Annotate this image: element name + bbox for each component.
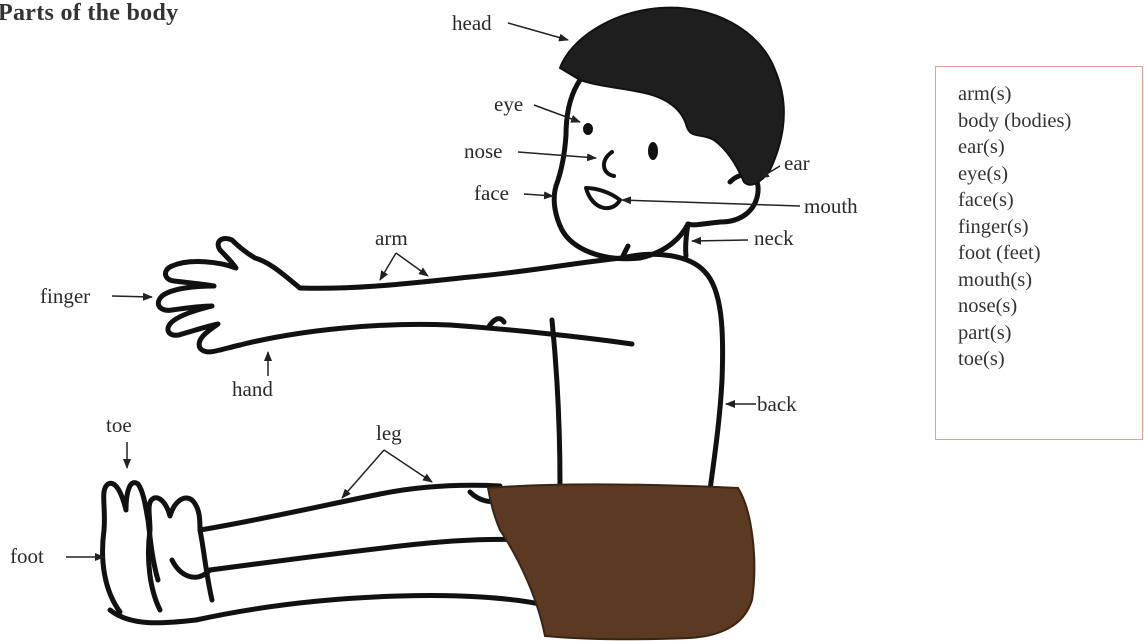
svg-text:nose: nose <box>464 139 503 163</box>
foot-right <box>148 498 212 610</box>
shorts <box>488 484 754 639</box>
label-face: face <box>474 181 553 205</box>
svg-text:toe: toe <box>106 413 132 437</box>
vocabulary-box: arm(s) body (bodies) ear(s) eye(s) face(… <box>935 66 1143 440</box>
label-nose: nose <box>464 139 596 163</box>
vocab-item-mouths: mouth(s) <box>958 267 1142 294</box>
vocab-item-parts: part(s) <box>958 320 1142 347</box>
vocab-item-body: body (bodies) <box>958 108 1142 135</box>
leg-upper-outline <box>200 485 500 530</box>
vocab-item-ears: ear(s) <box>958 134 1142 161</box>
svg-text:finger: finger <box>40 284 90 308</box>
svg-text:mouth: mouth <box>804 194 858 218</box>
neck-outline <box>686 224 688 256</box>
label-finger: finger <box>40 284 152 308</box>
leg-lower-outline <box>196 595 540 620</box>
vocab-item-foot: foot (feet) <box>958 240 1142 267</box>
svg-text:neck: neck <box>754 226 794 250</box>
nose-shape <box>604 152 614 176</box>
leg-middle-line <box>210 539 530 570</box>
foot-bottom <box>110 610 196 623</box>
face-outline <box>554 80 688 259</box>
svg-text:face: face <box>474 181 509 205</box>
label-hand: hand <box>232 352 273 401</box>
svg-text:hand: hand <box>232 377 273 401</box>
svg-text:foot: foot <box>10 544 44 568</box>
vocab-item-toes: toe(s) <box>958 346 1142 373</box>
eye-left <box>583 123 593 135</box>
torso-front <box>552 320 560 485</box>
vocab-item-faces: face(s) <box>958 187 1142 214</box>
label-foot: foot <box>10 544 104 568</box>
svg-text:ear: ear <box>784 151 810 175</box>
svg-text:eye: eye <box>494 92 523 116</box>
label-toe: toe <box>106 413 132 468</box>
vocab-item-arms: arm(s) <box>958 81 1142 108</box>
svg-text:back: back <box>757 392 797 416</box>
mouth-shape <box>586 188 620 208</box>
label-mouth: mouth <box>622 194 858 218</box>
svg-text:leg: leg <box>376 421 402 445</box>
vocab-item-fingers: finger(s) <box>958 214 1142 241</box>
vocab-item-eyes: eye(s) <box>958 161 1142 188</box>
arm-lower-outline <box>240 324 632 345</box>
arm-upper-outline <box>300 258 622 288</box>
svg-text:head: head <box>452 11 492 35</box>
label-arm: arm <box>375 226 428 280</box>
label-head: head <box>452 11 568 40</box>
label-back: back <box>726 392 797 416</box>
eye-right <box>648 142 658 160</box>
vocabulary-list: arm(s) body (bodies) ear(s) eye(s) face(… <box>958 81 1142 373</box>
torso-outline <box>622 254 723 490</box>
label-neck: neck <box>692 226 794 250</box>
svg-text:arm: arm <box>375 226 408 250</box>
vocab-item-noses: nose(s) <box>958 293 1142 320</box>
